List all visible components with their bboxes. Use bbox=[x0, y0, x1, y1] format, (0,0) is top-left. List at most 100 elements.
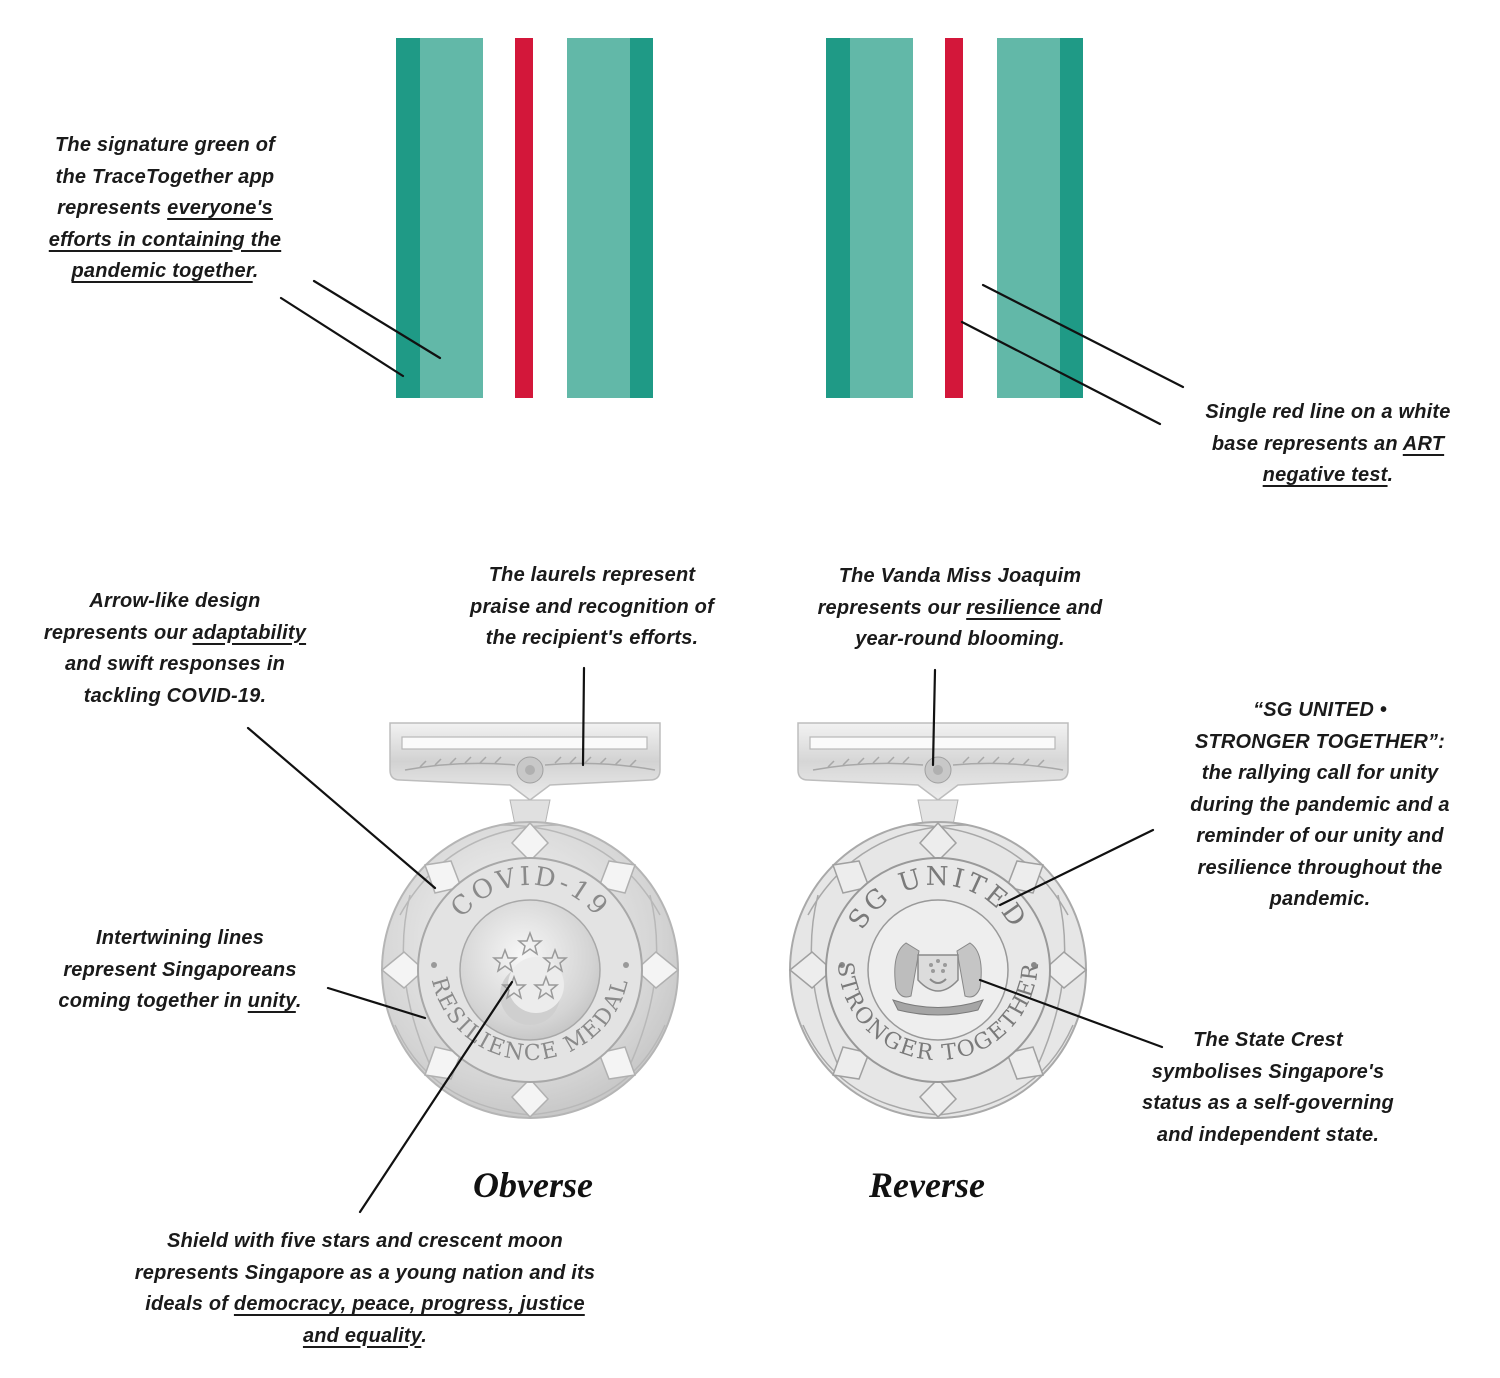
annotation-text: “SG UNITED • bbox=[1253, 699, 1387, 721]
annotation-line: Intertwining lines bbox=[30, 923, 330, 955]
ribbon-right bbox=[826, 38, 1083, 398]
annotation-line: negative test. bbox=[1168, 460, 1488, 492]
ribbon-stripe-teal bbox=[420, 38, 483, 398]
annotation-text: ideals of bbox=[145, 1293, 234, 1315]
annotation-text: Single red line on a white bbox=[1205, 401, 1451, 423]
annotation-line: The Vanda Miss Joaquim bbox=[790, 561, 1130, 593]
ribbon-stripe-white bbox=[913, 38, 945, 398]
annotation-text: . bbox=[295, 990, 302, 1012]
annotation-line: represents our adaptability bbox=[20, 618, 330, 650]
annotation-line: the rallying call for unity bbox=[1160, 758, 1480, 790]
annotation-text: . bbox=[421, 1324, 428, 1347]
annotation-line: and swift responses in bbox=[20, 649, 330, 681]
annotation-red-line: Single red line on a white base represent… bbox=[1168, 397, 1488, 492]
ribbon-stripe-teal bbox=[997, 38, 1060, 398]
ribbon-stripe-white bbox=[963, 38, 997, 398]
annotation-line: pandemic together. bbox=[20, 256, 310, 288]
annotation-text: during the pandemic and a bbox=[1190, 793, 1450, 816]
annotation-shield: Shield with five stars and crescent moon… bbox=[70, 1226, 660, 1352]
crescent-stars-icon bbox=[491, 930, 569, 1025]
annotation-line: tackling COVID-19. bbox=[20, 681, 330, 713]
underlined-text: pandemic together bbox=[71, 260, 253, 282]
suspension-bar bbox=[389, 722, 661, 801]
annotation-state-crest: The State Crest symbolises Singapore's sta… bbox=[1118, 1025, 1418, 1151]
annotation-line: represents everyone's bbox=[20, 193, 310, 225]
annotation-line: resilience throughout the bbox=[1160, 853, 1480, 885]
underlined-text: democracy, peace, progress, justice bbox=[233, 1293, 585, 1315]
annotation-line: ideals of democracy, peace, progress, ju… bbox=[70, 1289, 660, 1321]
annotation-line: represent Singaporeans bbox=[30, 955, 330, 987]
annotation-line: The laurels represent bbox=[442, 560, 742, 592]
annotation-text: the TraceTogether app bbox=[55, 165, 275, 188]
laurel-icon bbox=[812, 756, 1064, 771]
annotation-text: Shield with five stars and crescent moon bbox=[167, 1230, 563, 1252]
annotation-line: represents our resilience and bbox=[790, 593, 1130, 625]
ribbon-left bbox=[396, 38, 653, 398]
annotation-text: and independent state. bbox=[1156, 1123, 1380, 1146]
annotation-line: and equality. bbox=[70, 1321, 660, 1353]
annotation-text: praise and recognition of bbox=[470, 595, 714, 618]
annotation-line: during the pandemic and a bbox=[1160, 790, 1480, 822]
annotation-text: Arrow-like design bbox=[89, 590, 261, 612]
underlined-text: everyone's bbox=[167, 197, 273, 219]
annotation-laurels: The laurels represent praise and recognit… bbox=[442, 560, 742, 655]
annotation-text: base represents an bbox=[1211, 432, 1403, 455]
annotation-sg-united: “SG UNITED • STRONGER TOGETHER”: the rally… bbox=[1160, 695, 1480, 916]
annotation-text: The State Crest bbox=[1193, 1029, 1343, 1051]
annotation-text: resilience throughout the bbox=[1197, 856, 1443, 879]
vanda-flower-icon bbox=[516, 756, 544, 784]
annotation-line: The signature green of bbox=[20, 130, 310, 162]
annotation-line: Arrow-like design bbox=[20, 586, 330, 618]
annotation-text: represents bbox=[57, 197, 168, 219]
annotation-text: reminder of our unity and bbox=[1196, 825, 1444, 847]
ribbon-stripe-teal bbox=[850, 38, 913, 398]
annotation-intertwining: Intertwining lines represent Singaporeans… bbox=[30, 923, 330, 1018]
annotation-text: STRONGER TOGETHER”: bbox=[1194, 730, 1446, 753]
ribbon-stripe-white bbox=[483, 38, 515, 398]
annotation-line: the TraceTogether app bbox=[20, 162, 310, 194]
annotation-text: and bbox=[1060, 596, 1103, 619]
annotation-text: coming together in bbox=[58, 990, 248, 1012]
leader-line-green-2 bbox=[279, 296, 405, 378]
annotation-text: year-round blooming. bbox=[855, 628, 1065, 650]
annotation-text: represents our bbox=[817, 596, 967, 619]
ribbon-stripe-dark-edge bbox=[826, 38, 850, 398]
annotation-text: the rallying call for unity bbox=[1201, 762, 1439, 784]
annotation-text: The laurels represent bbox=[488, 564, 696, 586]
annotation-text: . bbox=[1387, 464, 1394, 486]
annotation-text: the recipient's efforts. bbox=[485, 627, 699, 649]
medal-body: SG UNITED STRONGER TOGETHER bbox=[788, 799, 1088, 1119]
annotation-line: efforts in containing the bbox=[20, 225, 310, 257]
underlined-text: negative test bbox=[1262, 464, 1388, 486]
underlined-text: resilience bbox=[966, 596, 1061, 619]
annotation-line: symbolises Singapore's bbox=[1118, 1057, 1418, 1089]
underlined-text: ART bbox=[1402, 432, 1445, 455]
annotation-line: coming together in unity. bbox=[30, 986, 330, 1018]
medal-reverse: SG UNITED STRONGER TOGETHER bbox=[788, 722, 1088, 1119]
annotation-text: . bbox=[252, 260, 259, 282]
vanda-flower-icon bbox=[924, 756, 952, 784]
underlined-text: adaptability bbox=[192, 621, 307, 644]
annotation-line: praise and recognition of bbox=[442, 592, 742, 624]
ribbon-stripe-teal bbox=[567, 38, 630, 398]
underlined-text: unity bbox=[247, 990, 296, 1012]
annotation-line: The State Crest bbox=[1118, 1025, 1418, 1057]
annotation-line: status as a self-governing bbox=[1118, 1088, 1418, 1120]
medal-obverse: COVID-19 RESILIENCE MEDAL bbox=[380, 722, 680, 1119]
annotation-text: represent Singaporeans bbox=[63, 958, 297, 981]
caption-obverse: Obverse bbox=[473, 1165, 593, 1205]
ribbon-stripe-white bbox=[533, 38, 567, 398]
annotation-text: The signature green of bbox=[55, 134, 275, 156]
annotation-line: base represents an ART bbox=[1168, 429, 1488, 461]
annotation-arrow: Arrow-like design represents our adaptabi… bbox=[20, 586, 330, 712]
annotation-line: pandemic. bbox=[1160, 884, 1480, 916]
annotation-line: and independent state. bbox=[1118, 1120, 1418, 1152]
annotation-line: year-round blooming. bbox=[790, 624, 1130, 656]
annotation-text: and swift responses in bbox=[64, 653, 285, 675]
annotation-text: symbolises Singapore's bbox=[1151, 1060, 1385, 1083]
ribbon-stripe-red bbox=[515, 38, 533, 398]
annotation-line: Single red line on a white bbox=[1168, 397, 1488, 429]
suspension-bar bbox=[797, 722, 1069, 801]
annotation-text: tackling COVID-19. bbox=[83, 684, 267, 707]
